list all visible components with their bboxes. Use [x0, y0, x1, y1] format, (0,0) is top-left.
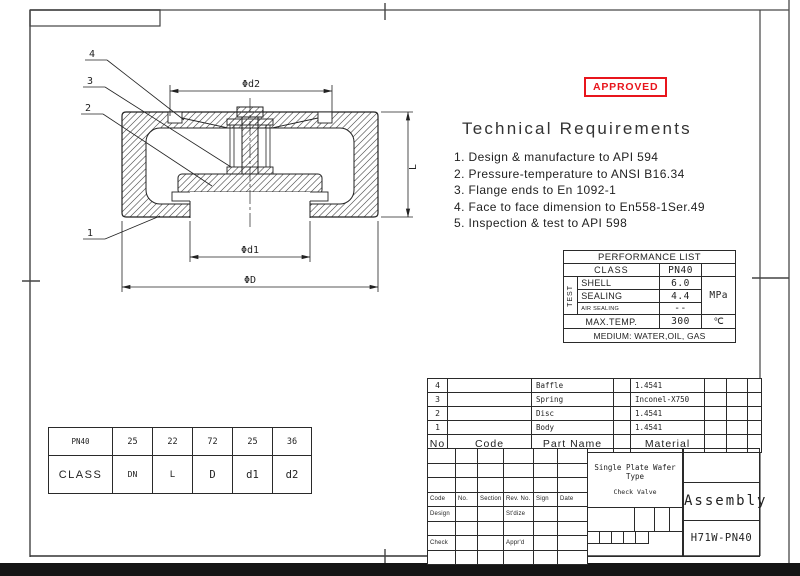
shell-value: 6.0 — [658, 276, 703, 290]
product-line2: Check Valve — [613, 488, 657, 496]
approved-stamp: APPROVED — [584, 77, 668, 97]
dimension-values-row: PN40 25 22 72 25 36 — [48, 427, 312, 456]
part-name: Disc — [531, 406, 614, 421]
class-label: CLASS — [563, 263, 660, 277]
requirement-item: 3. Flange ends to En 1092-1 — [454, 183, 617, 197]
requirement-item: 5. Inspection & test to API 598 — [454, 216, 628, 230]
part-row: 1 Body 1.4541 — [427, 420, 762, 435]
requirement-item: 2. Pressure-temperature to ANSI B16.34 — [454, 166, 685, 181]
performance-list-title: PERFORMANCE LIST — [563, 250, 736, 264]
part-name: Body — [531, 420, 614, 435]
max-temp-label: MAX.TEMP. — [563, 314, 660, 329]
technical-requirements-title: Technical Requirements — [462, 119, 692, 138]
screen-edge-strip — [0, 563, 800, 576]
dimension-table: PN40 25 22 72 25 36 CLASS DN L D d1 d2 — [48, 427, 312, 494]
dim-label-d1: Φd1 — [241, 245, 259, 256]
title-block-header-row: Code No. Section Rev. No. Sign Date — [427, 491, 588, 507]
max-temp-unit: ℃ — [701, 314, 736, 329]
air-sealing-label: AIR SEALING — [577, 302, 660, 315]
valve-section-view: Φd2 Φd1 ΦD L 4 3 2 1 — [81, 49, 419, 292]
zone-box — [29, 9, 161, 27]
part-name: Baffle — [531, 378, 614, 393]
parts-list-table: 4 Baffle 1.4541 3 Spring Inconel-X750 2 … — [427, 378, 762, 453]
stdize-label: St'dize — [503, 506, 534, 522]
requirement-item: 1. Design & manufacture to API 594 — [454, 150, 659, 164]
title-block-right: Assembly H71W-PN40 — [683, 448, 765, 557]
part-material: 1.4541 — [630, 406, 705, 421]
apprd-label: Appr'd — [503, 535, 534, 551]
balloon-1: 1 — [87, 228, 93, 239]
medium-row: MEDIUM: WATER,OIL, GAS — [563, 328, 736, 343]
technical-requirements: Technical Requirements 1. Design & manuf… — [454, 119, 769, 232]
class-value: PN40 — [658, 263, 703, 277]
dimensions — [121, 85, 413, 292]
part-material: 1.4541 — [630, 378, 705, 393]
air-sealing-value: -- — [658, 302, 703, 315]
dim-label-d2: Φd2 — [242, 79, 260, 90]
sealing-label: SEALING — [577, 289, 660, 303]
balloon-leaders — [81, 59, 232, 240]
part-row: 3 Spring Inconel-X750 — [427, 392, 762, 407]
part-row: 4 Baffle 1.4541 — [427, 378, 762, 393]
requirement-item: 4. Face to face dimension to En558-1Ser.… — [454, 199, 705, 214]
part-material: Inconel-X750 — [630, 392, 705, 407]
max-temp-value: 300 — [658, 314, 703, 329]
check-label: Check — [427, 535, 456, 551]
balloon-4: 4 — [89, 49, 95, 60]
doc-type: Assembly — [683, 482, 765, 521]
title-block: Code No. Section Rev. No. Sign Date Desi… — [427, 448, 765, 565]
part-material: 1.4541 — [630, 420, 705, 435]
product-title-cell: Single Plate Wafer Type Check Valve — [587, 448, 683, 508]
dimension-labels-row: CLASS DN L D d1 d2 — [48, 455, 312, 494]
product-line1: Single Plate Wafer Type — [594, 463, 676, 481]
sealing-value: 4.4 — [658, 289, 703, 303]
balloon-3: 3 — [87, 76, 93, 87]
shell-label: SHELL — [577, 276, 660, 290]
test-label: TEST — [567, 284, 575, 307]
dim-label-L: L — [408, 164, 419, 170]
drawing-number: H71W-PN40 — [683, 520, 760, 557]
title-block-signature-grid: Code No. Section Rev. No. Sign Date Desi… — [427, 448, 588, 565]
part-name: Spring — [531, 392, 614, 407]
design-label: Design — [427, 506, 456, 522]
performance-list-table: PERFORMANCE LIST CLASS PN40 TEST SHELL 6… — [562, 250, 736, 343]
part-row: 2 Disc 1.4541 — [427, 406, 762, 421]
title-block-middle: Single Plate Wafer Type Check Valve — [587, 448, 683, 557]
pressure-unit: MPa — [701, 276, 736, 315]
balloon-2: 2 — [85, 103, 91, 114]
dim-label-D: ΦD — [244, 275, 256, 286]
